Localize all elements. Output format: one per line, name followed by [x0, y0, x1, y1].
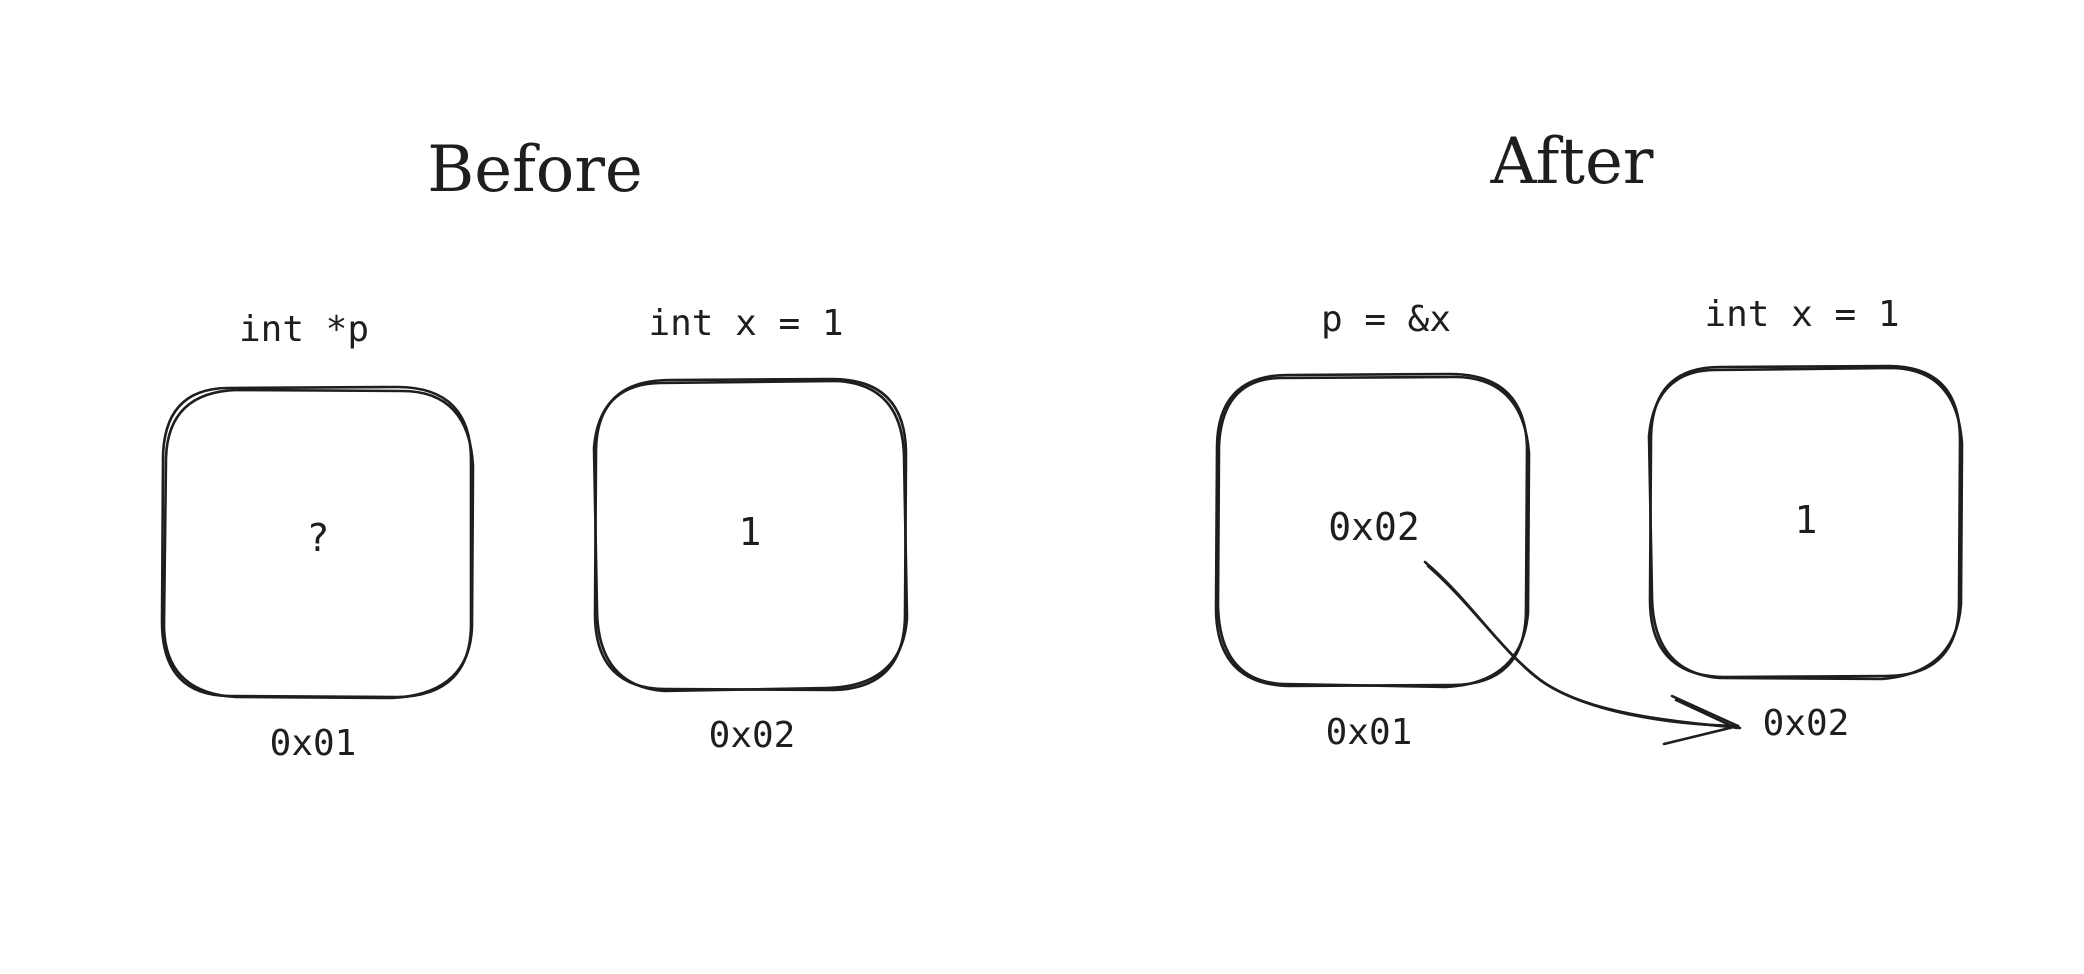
after-pointer-value: 0x02: [1328, 505, 1420, 549]
after-title: After: [1490, 125, 1654, 199]
after-variable-address: 0x02: [1762, 703, 1850, 744]
before-variable-address: 0x02: [708, 715, 796, 756]
before-pointer-value: ?: [306, 516, 330, 560]
before-variable-value: 1: [738, 510, 762, 554]
after-pointer-box: [1214, 372, 1531, 689]
after-variable-declaration: int x = 1: [1704, 294, 1900, 335]
before-pointer-box: [160, 385, 475, 700]
before-variable-box: [592, 377, 909, 693]
after-pointer-declaration: p = &x: [1320, 299, 1452, 340]
after-pointer-address: 0x01: [1325, 712, 1413, 753]
before-pointer-declaration: int *p: [238, 309, 370, 350]
after-variable-value: 1: [1794, 498, 1818, 542]
after-variable-box: [1647, 364, 1964, 681]
before-pointer-address: 0x01: [269, 723, 357, 764]
before-title: Before: [427, 133, 643, 207]
pointer-arrow: [1423, 560, 1742, 746]
before-variable-declaration: int x = 1: [648, 303, 844, 344]
